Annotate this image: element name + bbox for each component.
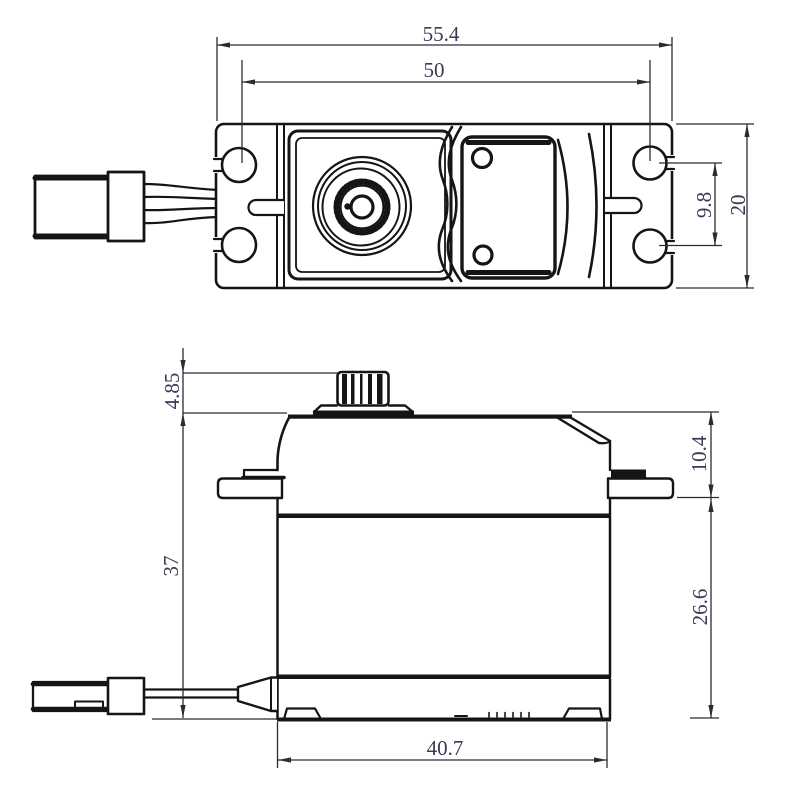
- output-gear: [311, 155, 413, 257]
- dim-label-50: 50: [424, 58, 445, 82]
- side-view: 4.85 37 10.4 26.6 40.7: [30, 348, 719, 768]
- dim-label-9-8: 9.8: [692, 192, 716, 218]
- case-parting-line-lower: [277, 674, 611, 679]
- output-shaft-hole: [349, 194, 375, 220]
- middle-case: [276, 513, 612, 679]
- index-dot: [344, 203, 351, 210]
- screw-hole-top: [470, 146, 494, 170]
- mounting-hole-top-left: [220, 146, 258, 184]
- cover-arc-inner: [556, 138, 569, 276]
- dim-label-4-85: 4.85: [160, 373, 184, 410]
- cover-arc-outer: [587, 132, 598, 279]
- case-parting-line-upper: [277, 513, 611, 518]
- upper-case: [276, 414, 612, 472]
- wavy-parting-line: [437, 125, 463, 283]
- mounting-hole-bottom-left: [220, 226, 258, 264]
- top-view: 55.4 50 9.8 20: [32, 22, 754, 290]
- right-flange-tab: [611, 469, 646, 478]
- wire-bundle: [142, 182, 220, 225]
- screw-hole-bottom: [472, 244, 494, 266]
- bottom-case: [276, 677, 612, 722]
- dim-case-width: 20: [676, 123, 754, 289]
- left-flange-slot: [247, 198, 286, 217]
- dim-overall-width: 55.4: [216, 22, 673, 121]
- dim-case-length: 40.7: [276, 722, 608, 768]
- upper-case-left-edge: [276, 414, 292, 472]
- dim-hole-pitch: 9.8: [659, 162, 722, 247]
- right-flange: [606, 469, 675, 519]
- case-foot-right: [561, 707, 604, 721]
- dim-label-10-4: 10.4: [687, 435, 711, 472]
- left-flange: [216, 468, 286, 519]
- case-bottom-edge: [277, 717, 611, 722]
- screw-plate: [460, 132, 598, 280]
- dim-left-stack: 4.85 37: [152, 348, 338, 720]
- wire-exit: [142, 676, 279, 713]
- right-flange-slot: [603, 196, 643, 215]
- dim-label-20: 20: [726, 195, 750, 216]
- gear-teeth-ring: [333, 178, 391, 236]
- servo-connector-plug-side: [30, 676, 146, 716]
- case-foot-left: [282, 707, 323, 721]
- servo-connector-plug: [32, 170, 146, 243]
- dim-label-26-6: 26.6: [688, 589, 712, 626]
- mounting-holes: [212, 145, 676, 264]
- output-spline: [312, 370, 415, 415]
- bottom-serrations: [488, 711, 530, 718]
- dim-label-40-7: 40.7: [427, 736, 464, 760]
- dim-label-55-4: 55.4: [423, 22, 460, 46]
- dim-mount-hole-span: 50: [241, 58, 651, 163]
- case-top-edge: [288, 414, 572, 419]
- dim-label-37: 37: [159, 556, 183, 577]
- dim-right-stack: 10.4 26.6: [572, 411, 719, 719]
